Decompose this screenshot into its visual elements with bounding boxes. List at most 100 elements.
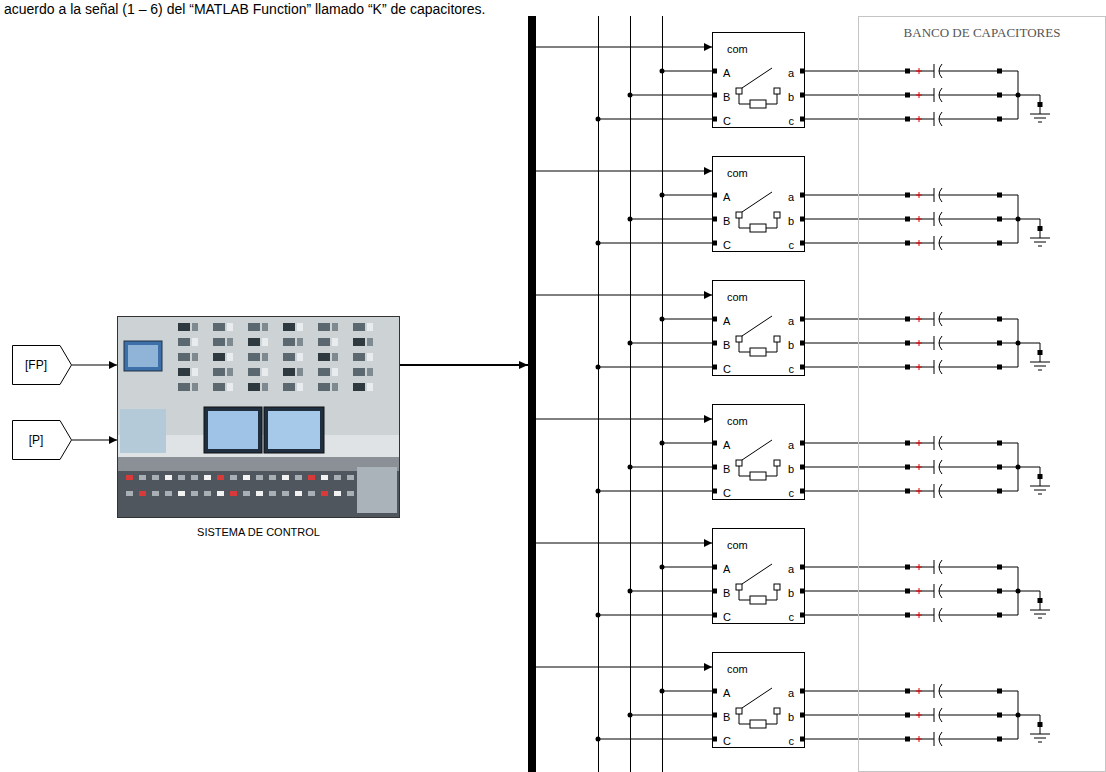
signal-line bbox=[72, 440, 117, 441]
port-label: A bbox=[723, 563, 730, 575]
signal-line bbox=[805, 467, 858, 468]
text-holder: [FP] bbox=[12, 345, 60, 385]
text-holder: b bbox=[788, 707, 794, 725]
port-label: com bbox=[727, 539, 748, 551]
text-holder: b bbox=[788, 335, 794, 353]
port-label: a bbox=[788, 563, 794, 575]
text-holder: B bbox=[723, 707, 730, 725]
text-holder: B bbox=[723, 87, 730, 105]
port-label: b bbox=[788, 215, 794, 227]
port-label: C bbox=[723, 611, 731, 623]
three-phase-breaker: comABCabc bbox=[712, 280, 805, 376]
text-holder: a bbox=[788, 559, 794, 577]
block-name: BANCO DE CAPACITORES bbox=[904, 25, 1061, 40]
text-holder: a bbox=[788, 683, 794, 701]
text-holder: SISTEMA DE CONTROL bbox=[118, 522, 399, 540]
port-label: b bbox=[788, 587, 794, 599]
port-label: A bbox=[723, 67, 730, 79]
signal-line bbox=[400, 365, 712, 543]
text-holder: C bbox=[723, 483, 731, 501]
text-holder: B bbox=[723, 583, 730, 601]
subsystem-block: SISTEMA DE CONTROL bbox=[117, 316, 400, 518]
port-label: com bbox=[727, 167, 748, 179]
port-label: b bbox=[788, 463, 794, 475]
breaker-capacitor-circuit bbox=[596, 560, 1051, 622]
text-holder: com bbox=[727, 287, 748, 305]
port-label: B bbox=[723, 587, 730, 599]
text-holder: com bbox=[727, 411, 748, 429]
from-tag: [P] bbox=[12, 420, 72, 460]
port-label: C bbox=[723, 115, 731, 127]
port-label: a bbox=[788, 67, 794, 79]
text-holder: c bbox=[789, 483, 795, 501]
signal-line bbox=[400, 171, 712, 365]
text-holder: A bbox=[723, 187, 730, 205]
port-label: c bbox=[789, 611, 795, 623]
text-holder: a bbox=[788, 311, 794, 329]
text-holder: C bbox=[723, 111, 731, 129]
control-room-picture bbox=[118, 317, 399, 517]
port-label: A bbox=[723, 687, 730, 699]
port-label: B bbox=[723, 215, 730, 227]
signal-line bbox=[400, 365, 712, 419]
text-holder: c bbox=[789, 731, 795, 749]
text-holder: B bbox=[723, 335, 730, 353]
text-holder: A bbox=[723, 63, 730, 81]
text-holder: c bbox=[789, 111, 795, 129]
port-label: B bbox=[723, 91, 730, 103]
port-label: b bbox=[788, 339, 794, 351]
signal-line bbox=[400, 365, 712, 667]
text-holder: C bbox=[723, 359, 731, 377]
port-label: c bbox=[789, 115, 795, 127]
port-label: B bbox=[723, 711, 730, 723]
text-holder: b bbox=[788, 211, 794, 229]
port-label: C bbox=[723, 735, 731, 747]
port-label: C bbox=[723, 239, 731, 251]
port-label: c bbox=[789, 487, 795, 499]
text-holder: b bbox=[788, 87, 794, 105]
text-holder: C bbox=[723, 235, 731, 253]
text-holder: com bbox=[727, 163, 748, 181]
three-phase-breaker: comABCabc bbox=[712, 404, 805, 500]
port-label: A bbox=[723, 439, 730, 451]
signal-line bbox=[805, 343, 858, 344]
signal-line bbox=[805, 95, 858, 96]
port-label: c bbox=[789, 735, 795, 747]
port-label: B bbox=[723, 339, 730, 351]
block-name: SISTEMA DE CONTROL bbox=[197, 526, 320, 538]
text-holder: a bbox=[788, 63, 794, 81]
capacitor-bank-area: BANCO DE CAPACITORES bbox=[858, 16, 1106, 772]
text-holder: A bbox=[723, 683, 730, 701]
text-holder: a bbox=[788, 435, 794, 453]
text-holder: a bbox=[788, 187, 794, 205]
signal-line bbox=[805, 219, 858, 220]
text-holder: [P] bbox=[12, 420, 60, 460]
port-label: com bbox=[727, 663, 748, 675]
three-phase-breaker: comABCabc bbox=[712, 528, 805, 624]
text-holder: c bbox=[789, 359, 795, 377]
port-label: com bbox=[727, 43, 748, 55]
breaker-capacitor-circuit bbox=[596, 312, 1051, 374]
three-phase-breaker: comABCabc bbox=[712, 32, 805, 128]
text-holder: A bbox=[723, 559, 730, 577]
phase-bus-lines bbox=[599, 16, 663, 772]
port-label: b bbox=[788, 711, 794, 723]
breaker-capacitor-circuit bbox=[596, 188, 1051, 250]
text-holder: b bbox=[788, 583, 794, 601]
port-label: c bbox=[789, 363, 795, 375]
port-label: com bbox=[727, 415, 748, 427]
text-holder: B bbox=[723, 211, 730, 229]
port-label: C bbox=[723, 487, 731, 499]
port-label: C bbox=[723, 363, 731, 375]
port-label: a bbox=[788, 687, 794, 699]
breaker-capacitor-circuit bbox=[596, 436, 1051, 498]
tag-name: [P] bbox=[29, 434, 44, 446]
port-label: a bbox=[788, 191, 794, 203]
tag-name: [FP] bbox=[25, 359, 47, 371]
signal-line bbox=[400, 47, 712, 365]
from-tag: [FP] bbox=[12, 345, 72, 385]
signal-line bbox=[805, 715, 858, 716]
text-holder: b bbox=[788, 459, 794, 477]
note-text: acuerdo a la señal (1 – 6) del “MATLAB F… bbox=[4, 1, 485, 17]
